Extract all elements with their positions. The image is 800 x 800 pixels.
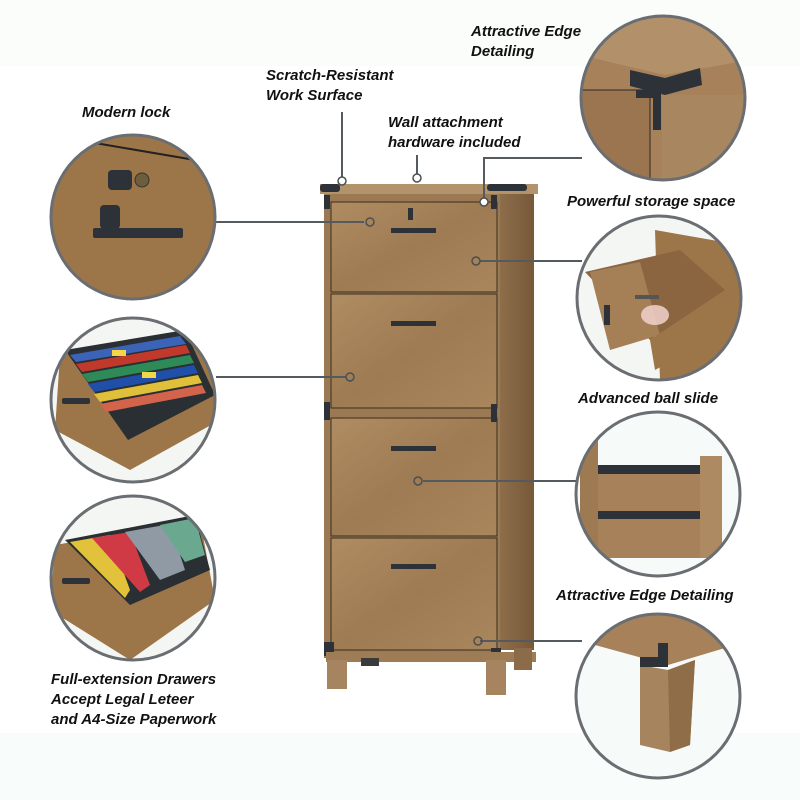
label-wall-attachment: Wall attachment hardware included [388,114,521,151]
leg-bracket-icon [640,657,668,667]
callout-lines [216,112,582,642]
callout-powerful-storage [575,214,743,382]
drawer-handle-icon [93,228,183,238]
callout-hanging-files [49,316,217,484]
label-scratch-resistant: Scratch-Resistant Work Surface [266,67,394,104]
label-full-extension: Full-extension Drawers Accept Legal Lete… [51,671,217,728]
corner-bracket-icon [630,68,702,95]
key-icon [100,205,120,229]
callout-edge-detailing-top [579,14,747,182]
drawer-4 [330,537,498,651]
label-edge-detailing-bottom: Attractive Edge Detailing [556,587,734,604]
ball-slide-rail-icon [596,511,716,519]
callout-ball-slide [574,410,742,578]
lock-icon [108,170,132,190]
filing-cabinet [320,184,538,695]
drawer-3 [330,417,498,537]
drawer-2 [330,293,498,409]
callout-dots [337,173,489,646]
label-powerful-storage: Powerful storage space [567,193,736,210]
callout-edge-detailing-bottom [574,612,742,780]
label-advanced-ball-slide: Advanced ball slide [578,390,719,407]
callout-full-extension-drawer [49,494,217,662]
callout-modern-lock [49,133,217,301]
label-modern-lock: Modern lock [82,104,171,121]
drawer-1 [330,201,498,293]
label-edge-detailing-top: Attractive Edge Detailing [471,23,582,60]
